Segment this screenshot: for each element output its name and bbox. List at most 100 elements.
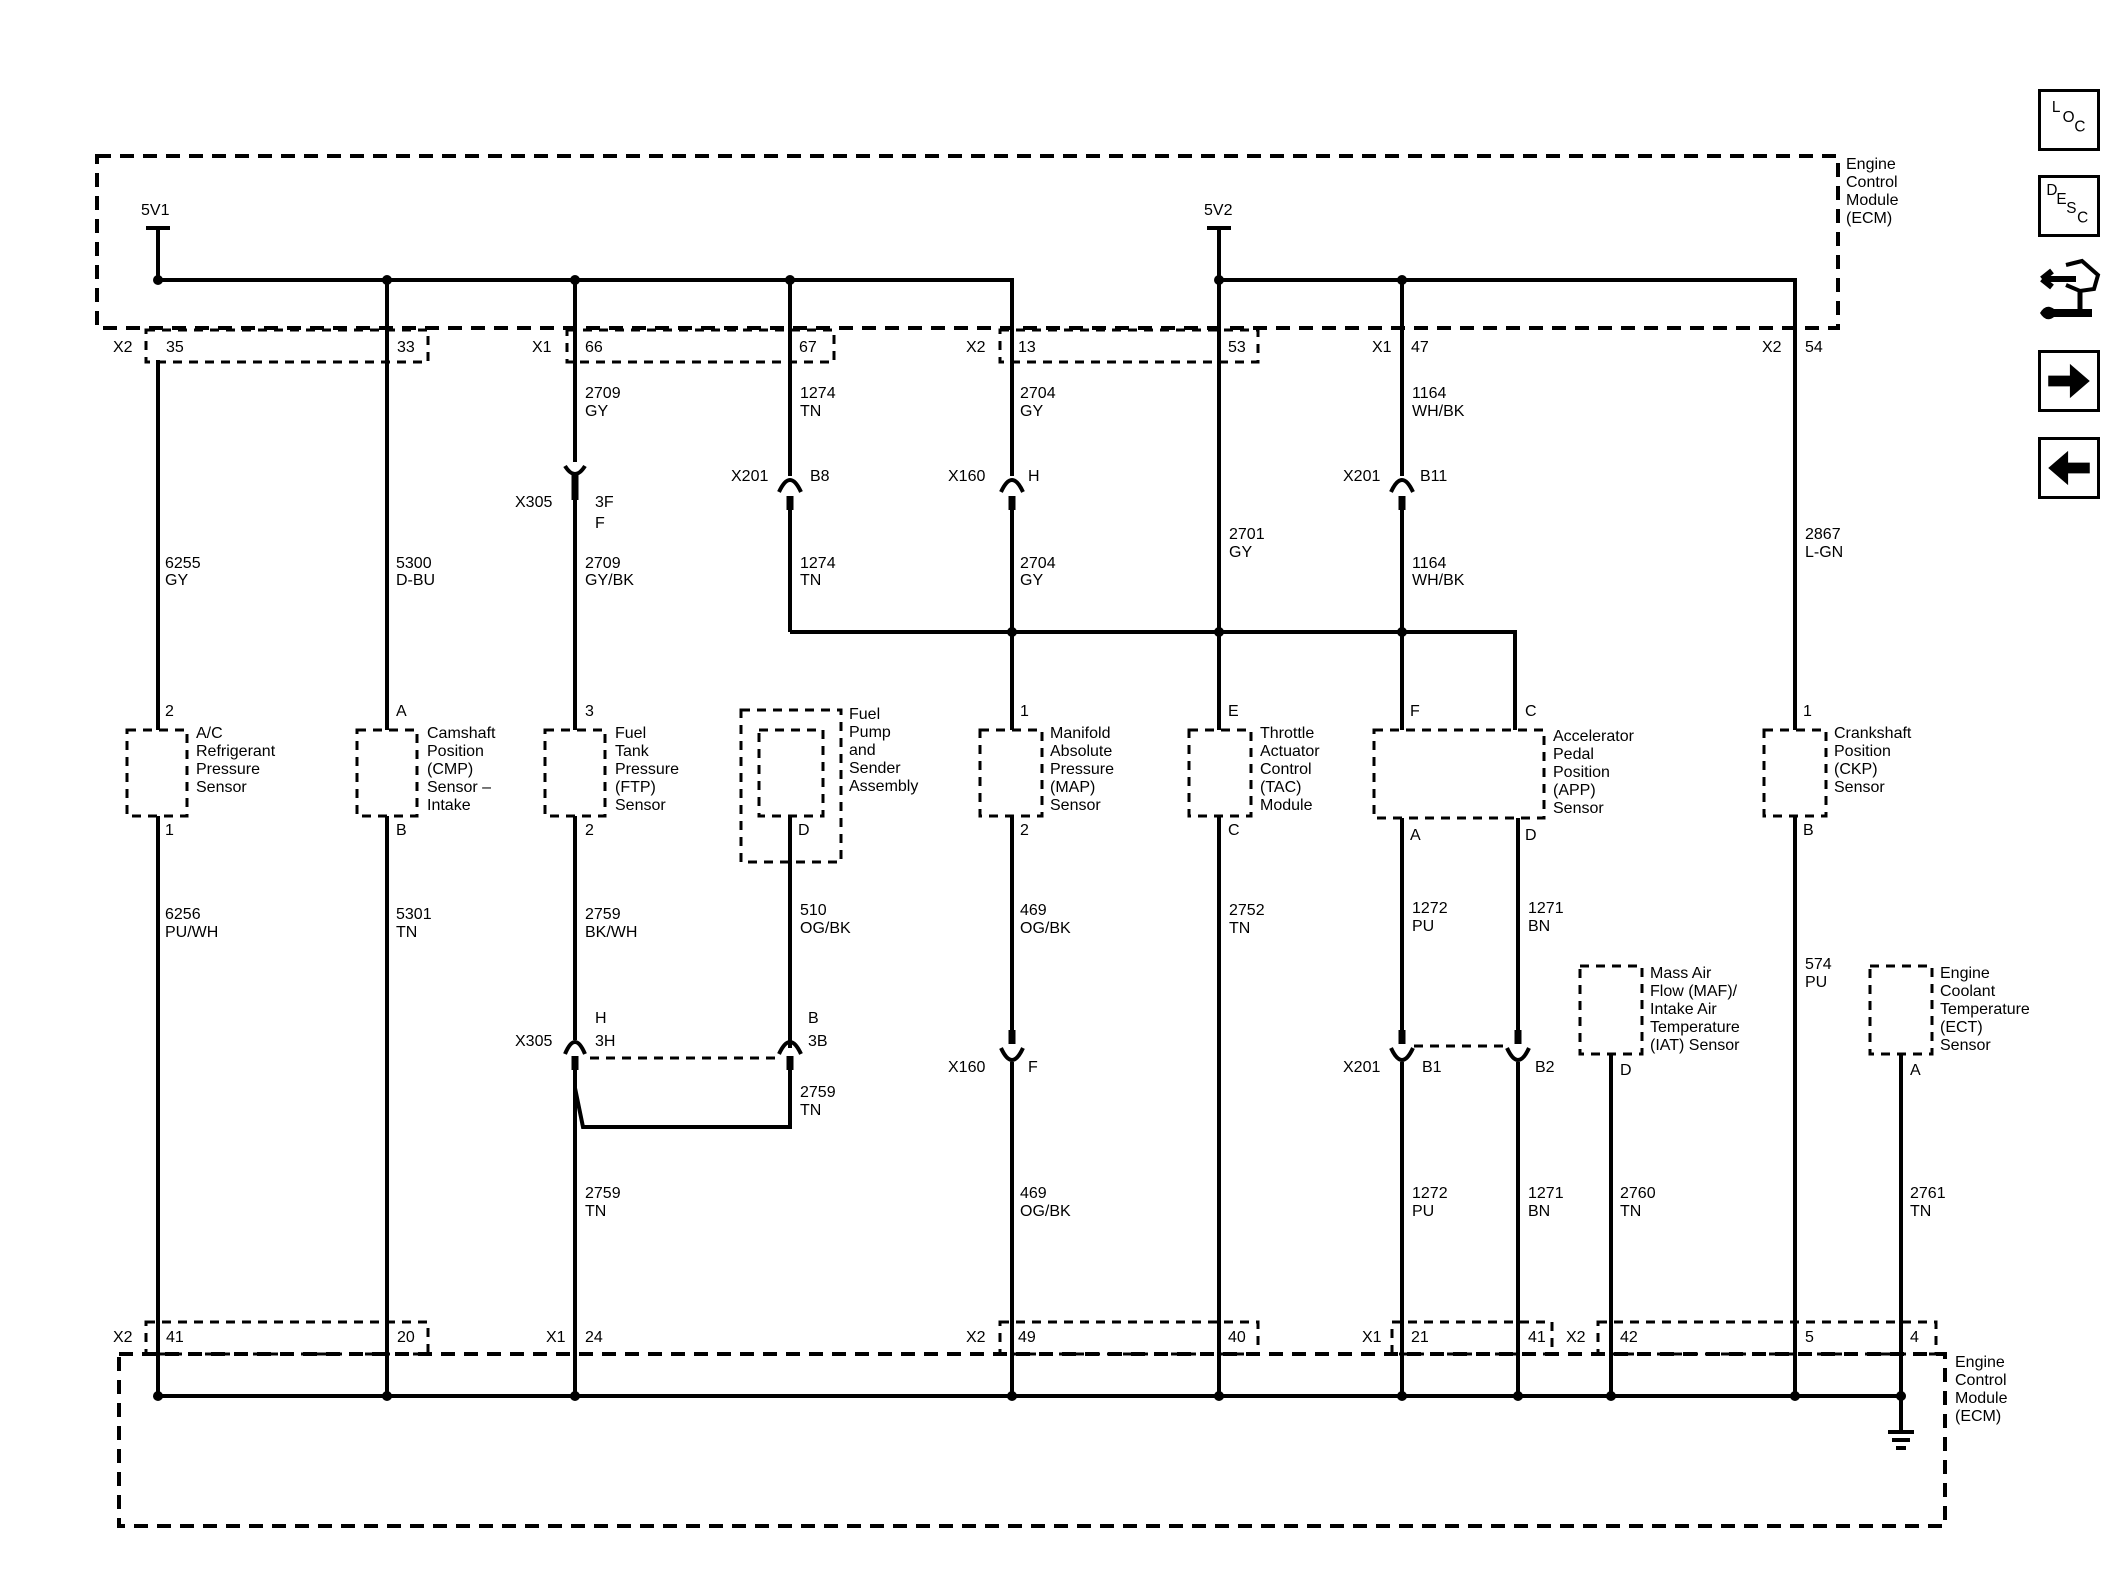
- svg-text:Throttle: Throttle: [1260, 725, 1314, 742]
- svg-text:GY: GY: [1229, 544, 1252, 561]
- inline-x160-h: X160 H: [948, 468, 1040, 510]
- svg-text:X2: X2: [113, 1329, 133, 1346]
- svg-text:(FTP): (FTP): [615, 779, 656, 796]
- svg-text:2: 2: [165, 703, 174, 720]
- svg-text:and: and: [849, 742, 876, 759]
- next-page-button[interactable]: [2038, 350, 2100, 412]
- svg-text:2704: 2704: [1020, 555, 1056, 572]
- svg-text:X160: X160: [948, 1059, 985, 1076]
- svg-text:2759: 2759: [585, 1185, 621, 1202]
- svg-text:Camshaft: Camshaft: [427, 725, 496, 742]
- svg-text:1272: 1272: [1412, 1185, 1448, 1202]
- desc-button[interactable]: D E S C: [2038, 175, 2100, 237]
- svg-text:E: E: [1228, 703, 1239, 720]
- svg-text:40: 40: [1228, 1329, 1246, 1346]
- svg-text:X201: X201: [1343, 468, 1380, 485]
- inline-x160-f: X160 F: [948, 1030, 1038, 1076]
- svg-text:Temperature: Temperature: [1650, 1019, 1740, 1036]
- svg-text:(ECT): (ECT): [1940, 1019, 1983, 1036]
- svg-text:B: B: [808, 1010, 819, 1027]
- svg-text:F: F: [595, 515, 605, 532]
- svg-text:47: 47: [1411, 339, 1429, 356]
- svg-text:3H: 3H: [595, 1033, 615, 1050]
- svg-text:Actuator: Actuator: [1260, 743, 1320, 760]
- svg-text:21: 21: [1411, 1329, 1429, 1346]
- svg-text:F: F: [1410, 703, 1420, 720]
- svg-text:Pressure: Pressure: [1050, 761, 1114, 778]
- maf-iat-sensor: D Mass Air Flow (MAF)/ Intake Air Temper…: [1578, 964, 1740, 1079]
- svg-text:Sensor: Sensor: [196, 779, 247, 796]
- svg-text:24: 24: [585, 1329, 603, 1346]
- svg-text:2709: 2709: [585, 555, 621, 572]
- inline-x305-3h: X305 H 3H: [515, 1010, 615, 1070]
- svg-text:6256: 6256: [165, 906, 201, 923]
- inline-x305-3b: B 3B: [777, 1010, 828, 1070]
- previous-page-button[interactable]: [2038, 437, 2100, 499]
- svg-text:Sensor: Sensor: [1940, 1037, 1991, 1054]
- svg-text:2: 2: [1020, 822, 1029, 839]
- svg-text:E: E: [2056, 191, 2066, 208]
- svg-text:41: 41: [1528, 1329, 1546, 1346]
- svg-text:Sensor: Sensor: [615, 797, 666, 814]
- svg-text:1: 1: [1803, 703, 1812, 720]
- svg-text:Engine: Engine: [1940, 965, 1990, 982]
- svg-text:2759: 2759: [800, 1084, 836, 1101]
- svg-text:510: 510: [800, 902, 827, 919]
- ground-symbol: [1888, 1430, 1914, 1450]
- svg-text:Refrigerant: Refrigerant: [196, 743, 276, 760]
- svg-text:L-GN: L-GN: [1805, 544, 1843, 561]
- arrow-right-icon: [2048, 363, 2090, 399]
- svg-text:Temperature: Temperature: [1940, 1001, 2030, 1018]
- svg-text:54: 54: [1805, 339, 1823, 356]
- svg-text:Manifold: Manifold: [1050, 725, 1110, 742]
- ecm-bottom-label: Engine Control Module (ECM): [1955, 1354, 2008, 1425]
- svg-text:35: 35: [166, 339, 184, 356]
- svg-text:Module: Module: [1955, 1390, 2008, 1407]
- svg-text:Fuel: Fuel: [849, 706, 880, 723]
- inline-x201-b2: B2: [1505, 1030, 1555, 1076]
- svg-text:1274: 1274: [800, 385, 836, 402]
- svg-text:C: C: [2077, 209, 2088, 226]
- svg-text:1: 1: [1020, 703, 1029, 720]
- ecm-top-label: Engine Control Module (ECM): [1846, 156, 1899, 227]
- svg-text:Position: Position: [1553, 764, 1610, 781]
- svg-text:20: 20: [397, 1329, 415, 1346]
- svg-text:5: 5: [1805, 1329, 1814, 1346]
- svg-text:TN: TN: [800, 403, 821, 420]
- svg-text:Sensor: Sensor: [1553, 800, 1604, 817]
- connector-icon: [2040, 258, 2101, 320]
- svg-text:PU: PU: [1412, 1203, 1434, 1220]
- svg-text:Position: Position: [427, 743, 484, 760]
- svg-text:D-BU: D-BU: [396, 572, 435, 589]
- svg-text:O: O: [2063, 109, 2075, 126]
- svg-text:2704: 2704: [1020, 385, 1056, 402]
- svg-text:6255: 6255: [165, 555, 201, 572]
- svg-text:PU: PU: [1412, 918, 1434, 935]
- svg-text:1: 1: [165, 822, 174, 839]
- svg-text:BK/WH: BK/WH: [585, 924, 637, 941]
- svg-text:3F: 3F: [595, 494, 614, 511]
- svg-text:B1: B1: [1422, 1059, 1442, 1076]
- svg-text:Engine: Engine: [1955, 1354, 2005, 1371]
- svg-text:C: C: [1228, 822, 1240, 839]
- svg-text:5301: 5301: [396, 906, 432, 923]
- connector-end-view-button[interactable]: [2036, 255, 2102, 329]
- svg-text:Intake Air: Intake Air: [1650, 1001, 1717, 1018]
- svg-text:Absolute: Absolute: [1050, 743, 1112, 760]
- svg-text:H: H: [1028, 468, 1040, 485]
- svg-text:D: D: [798, 822, 810, 839]
- svg-text:3: 3: [585, 703, 594, 720]
- svg-text:C: C: [1525, 703, 1537, 720]
- svg-text:Flow (MAF)/: Flow (MAF)/: [1650, 983, 1738, 1000]
- svg-text:2752: 2752: [1229, 902, 1265, 919]
- svg-text:Crankshaft: Crankshaft: [1834, 725, 1912, 742]
- loc-button[interactable]: L O C: [2038, 89, 2100, 151]
- svg-text:S: S: [2066, 200, 2076, 217]
- svg-text:4: 4: [1910, 1329, 1919, 1346]
- svg-text:66: 66: [585, 339, 603, 356]
- svg-text:5V2: 5V2: [1204, 202, 1233, 219]
- svg-text:BN: BN: [1528, 1203, 1550, 1220]
- svg-text:C: C: [2074, 119, 2085, 136]
- svg-text:2867: 2867: [1805, 526, 1841, 543]
